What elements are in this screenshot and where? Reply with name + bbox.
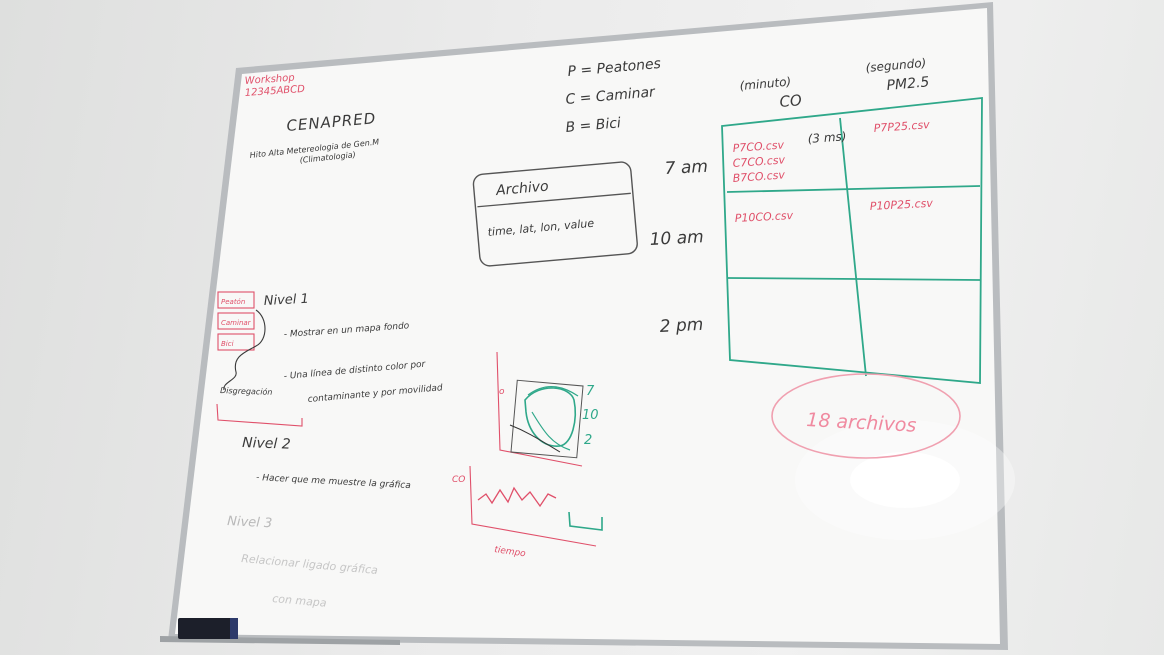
svg-text:o: o [499,387,505,397]
total-files-ellipse [771,373,961,459]
sketch-map-label-1: 10 [582,408,599,423]
row-10am: 10 am [649,227,704,250]
nivel1-brace [223,309,266,391]
nivel1-side: Disgregación [220,385,273,397]
cell-7am-co-3: B7CO.csv [732,168,785,185]
cell-7am-co-1: P7CO.csv [732,138,785,155]
legend-b: B = Bici [565,115,622,136]
row-7am: 7 am [664,157,708,179]
nivel1-bracket [216,403,303,427]
row-2pm: 2 pm [659,315,704,337]
nivel1-title: Nivel 1 [263,292,309,309]
files-table-grid [721,96,983,384]
sketch-chart: CO tiempo [452,465,603,559]
cell-10am-co: P10CO.csv [734,209,793,225]
workshop-label: Workshop [244,73,295,87]
workshop-code: 12345ABCD [244,84,305,99]
sketch-chart-ylabel: CO [452,475,465,485]
cell-10am-pm: P10P25.csv [869,197,933,213]
nivel3-item2: con mapa [272,592,328,610]
sketch-map: 7 10 2 o [496,351,599,467]
sketch-map-label-2: 2 [584,433,592,448]
sketch-chart-xlabel: tiempo [494,545,527,559]
col-pm-note: (segundo) [865,56,927,75]
col-co-note: (minuto) [739,75,792,93]
nivel1-tag-0: Peatón [221,298,245,306]
col-co-label: CO [779,91,803,111]
cell-7am-pm: P7P25.csv [873,118,930,135]
legend-c: C = Caminar [565,84,657,108]
eraser [178,618,236,639]
sketch-map-label-0: 7 [586,384,595,399]
nivel3-title: Nivel 3 [227,514,273,531]
whiteboard-surface [175,8,1000,644]
cell-7am-co-2: C7CO.csv [732,153,786,170]
light-glare [850,452,960,508]
nivel2-title: Nivel 2 [242,435,291,453]
col-pm-label: PM2.5 [886,74,930,94]
nivel1-tag-2: Bici [221,340,234,348]
archivo-title: Archivo [494,179,549,200]
nivel1-tags: Peatón Caminar Bici [217,291,255,351]
cell-7am-co-note: (3 ms) [807,129,847,146]
nivel1-tag-1: Caminar [221,319,252,327]
